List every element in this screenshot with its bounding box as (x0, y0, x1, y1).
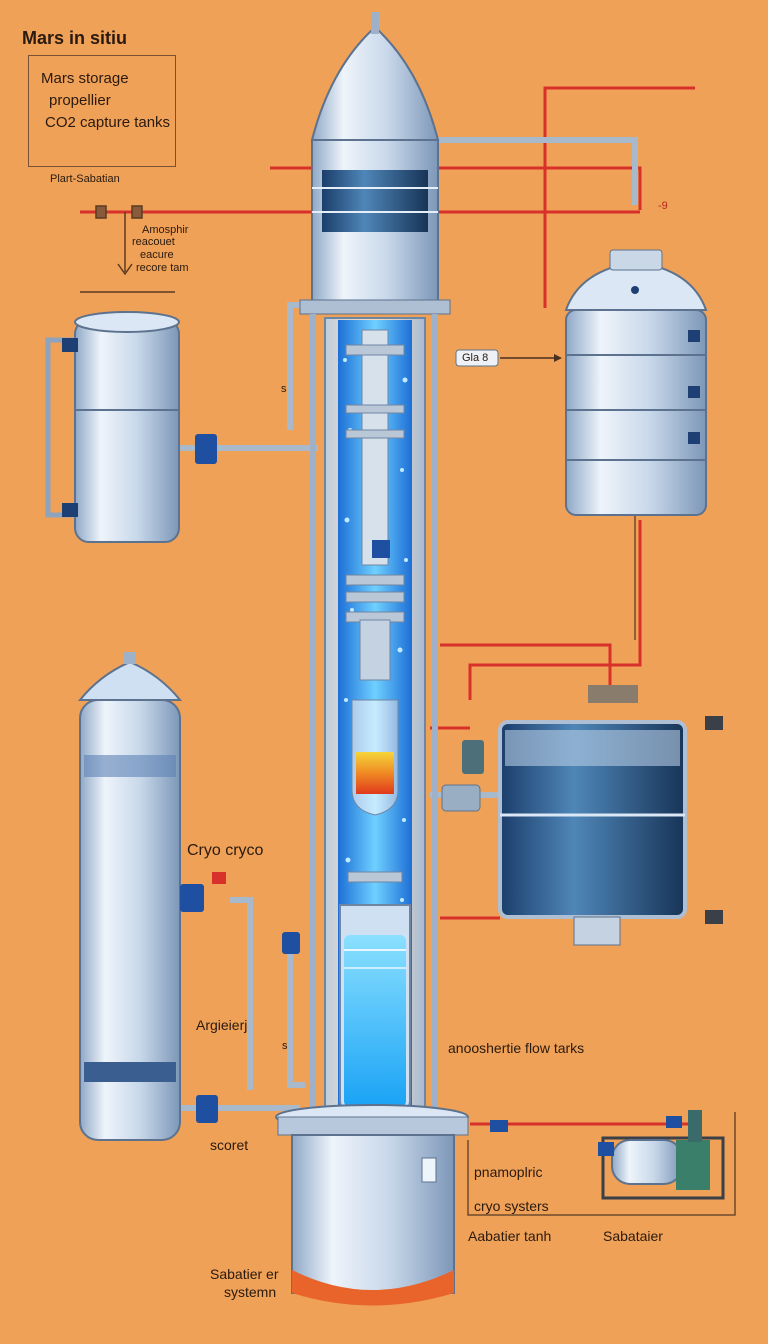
rocket-column (300, 12, 450, 314)
scoret-label: scoret (210, 1137, 248, 1153)
sabatier-system-label-2: systemn (224, 1284, 276, 1300)
central-reactor-column (310, 314, 438, 1128)
right-middle-tank (442, 685, 723, 945)
amosphir-label-4: recore tam (136, 262, 189, 275)
base-vessel (276, 1105, 468, 1306)
legend-line-1: Mars storage (41, 70, 129, 87)
pnamo-label: pnamoplric (474, 1164, 542, 1180)
diagram-title: Mars in sitiu (22, 28, 127, 49)
left-upper-tank (48, 312, 217, 542)
gas-tag-label: Gla 8 (462, 352, 488, 365)
left-lower-tank (80, 652, 300, 1140)
amosphir-label-1: Amosphir (142, 224, 188, 237)
sabatier-system-label-1: Sabatier er (210, 1266, 278, 1282)
cryo-label: Cryo cryco (187, 842, 263, 860)
argie-s-label: s (282, 1040, 288, 1053)
flow-tanks-label: anooshertie flow tarks (448, 1040, 584, 1056)
sabatier-right-label: Sabataier (603, 1228, 663, 1244)
right-upper-tank (566, 250, 706, 515)
legend-box: Mars storage propellier CO2 capture tank… (28, 55, 176, 167)
left-s-label: s (281, 383, 287, 396)
abatier-tank-label: Aabatier tanh (468, 1228, 551, 1244)
cryo-systems-label: cryo systers (474, 1198, 549, 1214)
plant-label: Plart-Sabatian (50, 173, 120, 186)
amosphir-label-2: reacouet (132, 236, 175, 249)
right-tag-label: -9 (658, 200, 668, 213)
legend-line-2: propellier (49, 92, 111, 109)
argie-label: Argieierj (196, 1017, 247, 1033)
legend-line-3: CO2 capture tanks (45, 114, 170, 131)
amosphir-label-3: eacure (140, 249, 174, 262)
